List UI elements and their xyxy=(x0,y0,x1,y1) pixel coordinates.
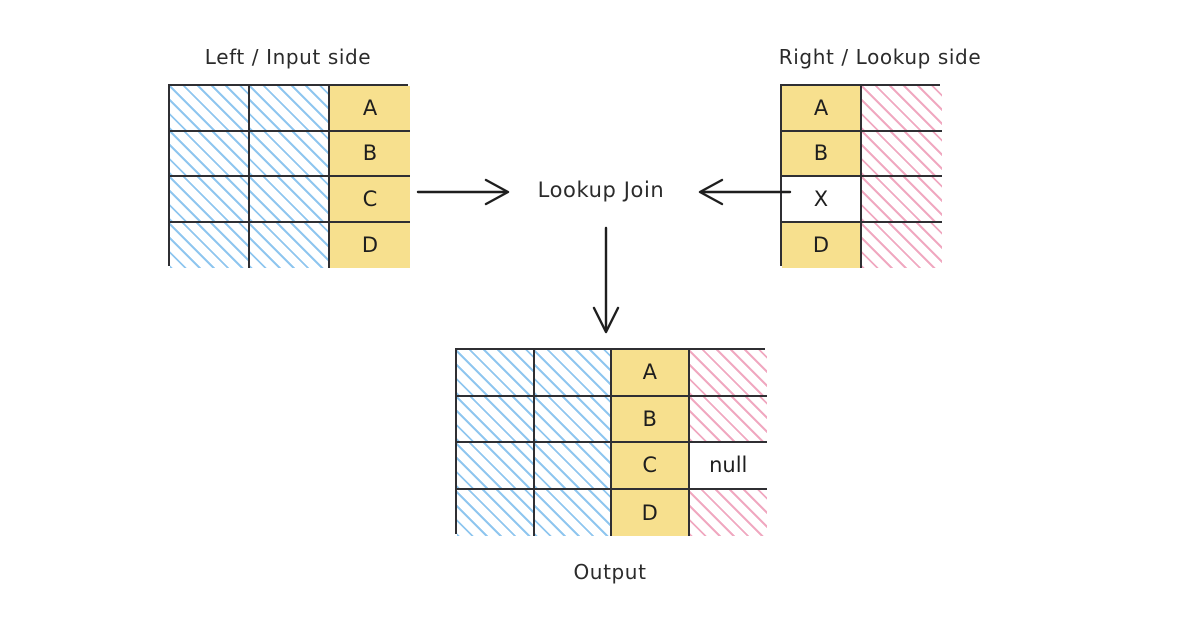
cell-output-r1-c3: A xyxy=(612,350,690,397)
cell-output-r2-c1 xyxy=(457,396,535,443)
cell-right-r1-c2 xyxy=(862,86,942,132)
cell-value: B xyxy=(642,406,657,431)
cell-left-r4-c3: D xyxy=(330,222,410,268)
arrow-down-icon xyxy=(592,226,620,334)
cell-right-r2-c1: B xyxy=(782,131,862,177)
cell-output-r3-c4: null xyxy=(689,443,767,490)
cell-value: A xyxy=(642,360,657,385)
cell-left-r3-c2 xyxy=(250,177,330,223)
cell-left-r1-c1 xyxy=(170,86,250,132)
cell-right-r3-c2 xyxy=(862,177,942,223)
cell-value: X xyxy=(813,186,829,211)
cell-output-r4-c4 xyxy=(689,489,767,536)
cell-output-r4-c2 xyxy=(534,489,612,536)
cell-output-r3-c2 xyxy=(534,443,612,490)
cell-value: C xyxy=(642,453,658,478)
cell-output-r2-c4 xyxy=(689,396,767,443)
arrow-left-icon xyxy=(698,178,792,206)
cell-right-r2-c2 xyxy=(862,131,942,177)
cell-output-r3-c1 xyxy=(457,443,535,490)
cell-value: D xyxy=(641,500,658,525)
cell-output-r2-c2 xyxy=(534,396,612,443)
cell-output-r1-c4 xyxy=(689,350,767,397)
cell-left-r4-c1 xyxy=(170,222,250,268)
cell-right-r3-c1: X xyxy=(782,177,862,223)
left-table-title: Left / Input side xyxy=(204,45,372,69)
cell-left-r2-c2 xyxy=(250,131,330,177)
cell-left-r3-c3: C xyxy=(330,177,410,223)
cell-value: C xyxy=(362,186,378,211)
cell-value: D xyxy=(812,233,830,258)
cell-output-r1-c2 xyxy=(534,350,612,397)
cell-output-r4-c3: D xyxy=(612,489,690,536)
cell-left-r1-c3: A xyxy=(330,86,410,132)
cell-value: A xyxy=(362,95,378,120)
cell-output-r4-c1 xyxy=(457,489,535,536)
cell-left-r1-c2 xyxy=(250,86,330,132)
cell-value: D xyxy=(361,233,379,258)
cell-value: B xyxy=(362,141,378,166)
cell-value: B xyxy=(813,141,829,166)
lookup-join-label: Lookup Join xyxy=(537,178,665,202)
cell-left-r2-c1 xyxy=(170,131,250,177)
cell-right-r4-c1: D xyxy=(782,222,862,268)
cell-output-r1-c1 xyxy=(457,350,535,397)
cell-left-r4-c2 xyxy=(250,222,330,268)
cell-right-r4-c2 xyxy=(862,222,942,268)
cell-output-r2-c3: B xyxy=(612,396,690,443)
cell-value: null xyxy=(709,453,748,478)
arrow-right-icon xyxy=(416,178,510,206)
cell-value: A xyxy=(813,95,829,120)
output-table-title: Output xyxy=(573,560,647,584)
cell-right-r1-c1: A xyxy=(782,86,862,132)
cell-left-r3-c1 xyxy=(170,177,250,223)
cell-output-r3-c3: C xyxy=(612,443,690,490)
right-table-title: Right / Lookup side xyxy=(778,45,982,69)
cell-left-r2-c3: B xyxy=(330,131,410,177)
